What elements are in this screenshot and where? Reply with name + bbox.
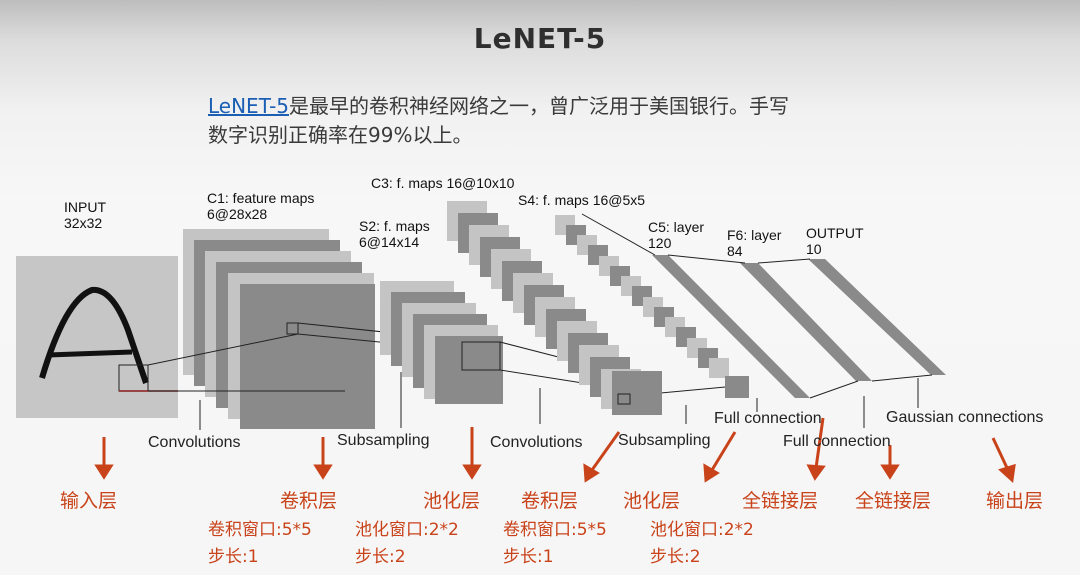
c3-feature-map-stack: [447, 201, 662, 415]
operation-tick-lines: [199, 372, 919, 430]
annotation-conv1-layer: 卷积层: [280, 490, 338, 512]
c1-feature-map-stack: [183, 229, 375, 429]
handwritten-a-stroke: [39, 286, 149, 384]
input-image: [16, 256, 178, 418]
intro-paragraph: LeNET-5是最早的卷积神经网络之一，曾广泛用于美国银行。手写 数字识别正确率…: [208, 92, 908, 150]
output-layer-bar: [808, 259, 946, 375]
annotation-output-layer: 输出层: [986, 490, 1044, 512]
op-full-connection-1: Full connection: [714, 410, 822, 427]
annotation-pool1-layer: 池化层: [423, 490, 481, 512]
op-gaussian-connections: Gaussian connections: [886, 409, 1044, 426]
s4-label: S4: f. maps 16@5x5: [518, 192, 646, 208]
receptive-field-2: [286, 322, 299, 335]
arrow-pool1-icon: [462, 464, 482, 480]
c3-label: C3: f. maps 16@10x10: [371, 175, 515, 191]
fc-connection-lines: [581, 213, 933, 399]
c5-layer-bar: [652, 255, 810, 398]
arrow-output-icon: [998, 463, 1016, 484]
annotation-fc1-layer: 全链接层: [742, 490, 819, 512]
annotation-input-layer: 输入层: [60, 490, 118, 512]
s4-feature-map-stack: [555, 215, 749, 398]
arrow-conv1-icon: [313, 464, 333, 480]
op-convolutions-2: Convolutions: [490, 434, 583, 451]
intro-line2: 数字识别正确率在99%以上。: [208, 123, 473, 147]
handwritten-a-bar: [47, 349, 133, 358]
lenet-link[interactable]: LeNET-5: [208, 94, 290, 118]
annotation-pool2-layer: 池化层: [623, 490, 681, 512]
arrow-input-icon: [94, 464, 114, 480]
arrow-pool2-icon: [703, 463, 720, 483]
receptive-field-3: [461, 341, 501, 371]
arrow-fc1-icon: [806, 464, 826, 481]
op-full-connection-2: Full connection: [783, 433, 891, 450]
receptive-field-4: [617, 393, 631, 405]
op-convolutions-1: Convolutions: [148, 434, 241, 451]
arrow-fc2-icon: [880, 464, 900, 480]
intro-line1: 是最早的卷积神经网络之一，曾广泛用于美国银行。手写: [289, 94, 790, 118]
annotation-conv2-layer: 卷积层: [521, 490, 579, 512]
conv1-projection-lines: [147, 322, 461, 392]
slide-title: LeNET-5: [473, 22, 607, 55]
arrow-conv2-icon: [583, 463, 600, 483]
op-subsampling-1: Subsampling: [337, 432, 430, 449]
annotation-arrows: [94, 417, 1016, 484]
op-subsampling-2: Subsampling: [618, 432, 711, 449]
annotation-fc2-layer: 全链接层: [855, 490, 932, 512]
f6-layer-bar: [740, 263, 872, 381]
